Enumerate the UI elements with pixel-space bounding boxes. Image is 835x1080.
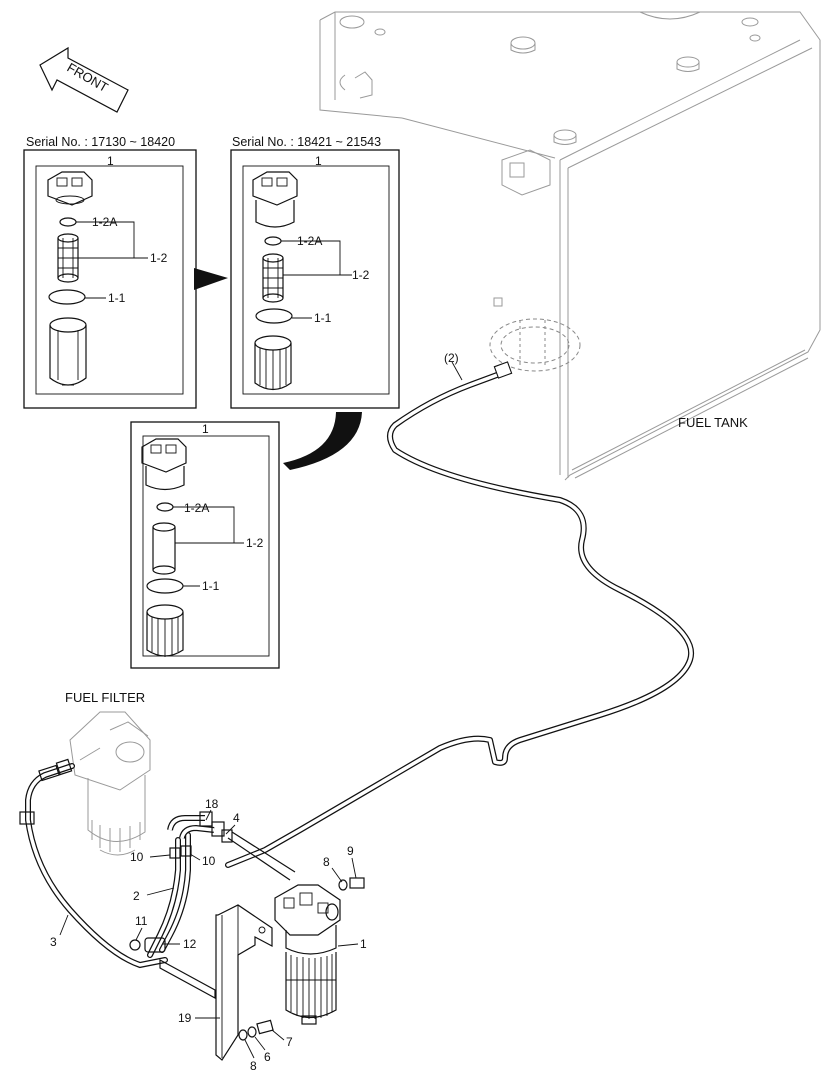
callout-9: 9 xyxy=(347,844,354,858)
front-arrow-label: FRONT xyxy=(64,60,110,95)
callout-19: 19 xyxy=(178,1011,192,1025)
panel-b-bowl-icon xyxy=(254,335,292,391)
callout-4: 4 xyxy=(233,811,240,825)
front-direction-arrow: FRONT xyxy=(39,46,129,113)
panel-b-filter-head-icon xyxy=(252,171,298,228)
panel-b-label-1-2a: 1-2A xyxy=(297,234,322,248)
fuel-filter-assembly-1 xyxy=(274,884,341,1025)
variant-panel-c: 1 1-2A 1-2 1-1 xyxy=(130,421,280,669)
panel-a-label-1-2a: 1-2A xyxy=(92,215,117,229)
callout-12: 12 xyxy=(183,937,197,951)
engine-fuel-filter-illustration xyxy=(69,711,151,856)
panel-c-bowl-icon xyxy=(146,604,184,657)
callout-2: 2 xyxy=(133,889,140,903)
fittings-cluster xyxy=(167,811,296,881)
fuel-tank-title: FUEL TANK xyxy=(678,415,748,430)
panel-a-label-1-2: 1-2 xyxy=(150,251,168,265)
variant-panel-b: Serial No. : 18421 ~ 21543 1 1-2A 1-2 1-… xyxy=(230,135,400,409)
panel-b-element-1-2-icon xyxy=(262,253,284,303)
clamp-11-12 xyxy=(129,937,166,953)
variant-transition-arrow-down xyxy=(283,412,362,470)
panel-b-label-1-1: 1-1 xyxy=(314,311,332,325)
callout-1: 1 xyxy=(360,937,367,951)
fuel-tank-illustration xyxy=(319,11,821,481)
bolt-7-washers-6-8 xyxy=(238,1019,274,1041)
callout-10-left: 10 xyxy=(130,850,144,864)
panel-c-label-1-1: 1-1 xyxy=(202,579,220,593)
panel-a-bowl-icon xyxy=(49,317,87,386)
variant-transition-arrow-right xyxy=(194,268,228,290)
panel-b-oring-1-1-icon xyxy=(255,308,293,324)
fuel-hose-2: (2) xyxy=(225,351,695,868)
panel-b-part-number: 1 xyxy=(315,154,322,168)
callout-leaders xyxy=(59,809,359,1059)
panel-b-serial-header: Serial No. : 18421 ~ 21543 xyxy=(232,135,381,149)
panel-c-label-1-2a: 1-2A xyxy=(184,501,209,515)
callout-18: 18 xyxy=(205,797,219,811)
panel-c-label-1-2: 1-2 xyxy=(246,536,264,550)
panel-a-part-number: 1 xyxy=(107,154,114,168)
callout-10-right: 10 xyxy=(202,854,216,868)
callout-7: 7 xyxy=(286,1035,293,1049)
mounting-bracket-19 xyxy=(159,904,273,1061)
callout-8-bottom: 8 xyxy=(250,1059,257,1073)
panel-b-label-1-2: 1-2 xyxy=(352,268,370,282)
callout-8-top: 8 xyxy=(323,855,330,869)
panel-a-label-1-1: 1-1 xyxy=(108,291,126,305)
panel-a-filter-head-icon xyxy=(47,171,93,206)
bolt-9-washer-8 xyxy=(338,877,365,891)
panel-c-part-number: 1 xyxy=(202,422,209,436)
fuel-hose-3 xyxy=(19,758,168,969)
fuel-hose-2-short xyxy=(147,832,191,958)
fuel-filter-title: FUEL FILTER xyxy=(65,690,145,705)
callout-3: 3 xyxy=(50,935,57,949)
hose-2-label: (2) xyxy=(444,351,459,365)
panel-a-oring-1-1-icon xyxy=(48,289,86,305)
callout-numbers: 18 4 10 10 8 9 2 11 12 3 1 19 7 6 8 xyxy=(50,797,367,1073)
panel-c-element-1-2-icon xyxy=(152,522,176,575)
callout-6: 6 xyxy=(264,1050,271,1064)
variant-panel-a: Serial No. : 17130 ~ 18420 1 1-2A 1-2 1-… xyxy=(23,135,197,409)
callout-11: 11 xyxy=(135,914,148,928)
panel-c-filter-head-icon xyxy=(141,438,187,491)
panel-a-serial-header: Serial No. : 17130 ~ 18420 xyxy=(26,135,175,149)
